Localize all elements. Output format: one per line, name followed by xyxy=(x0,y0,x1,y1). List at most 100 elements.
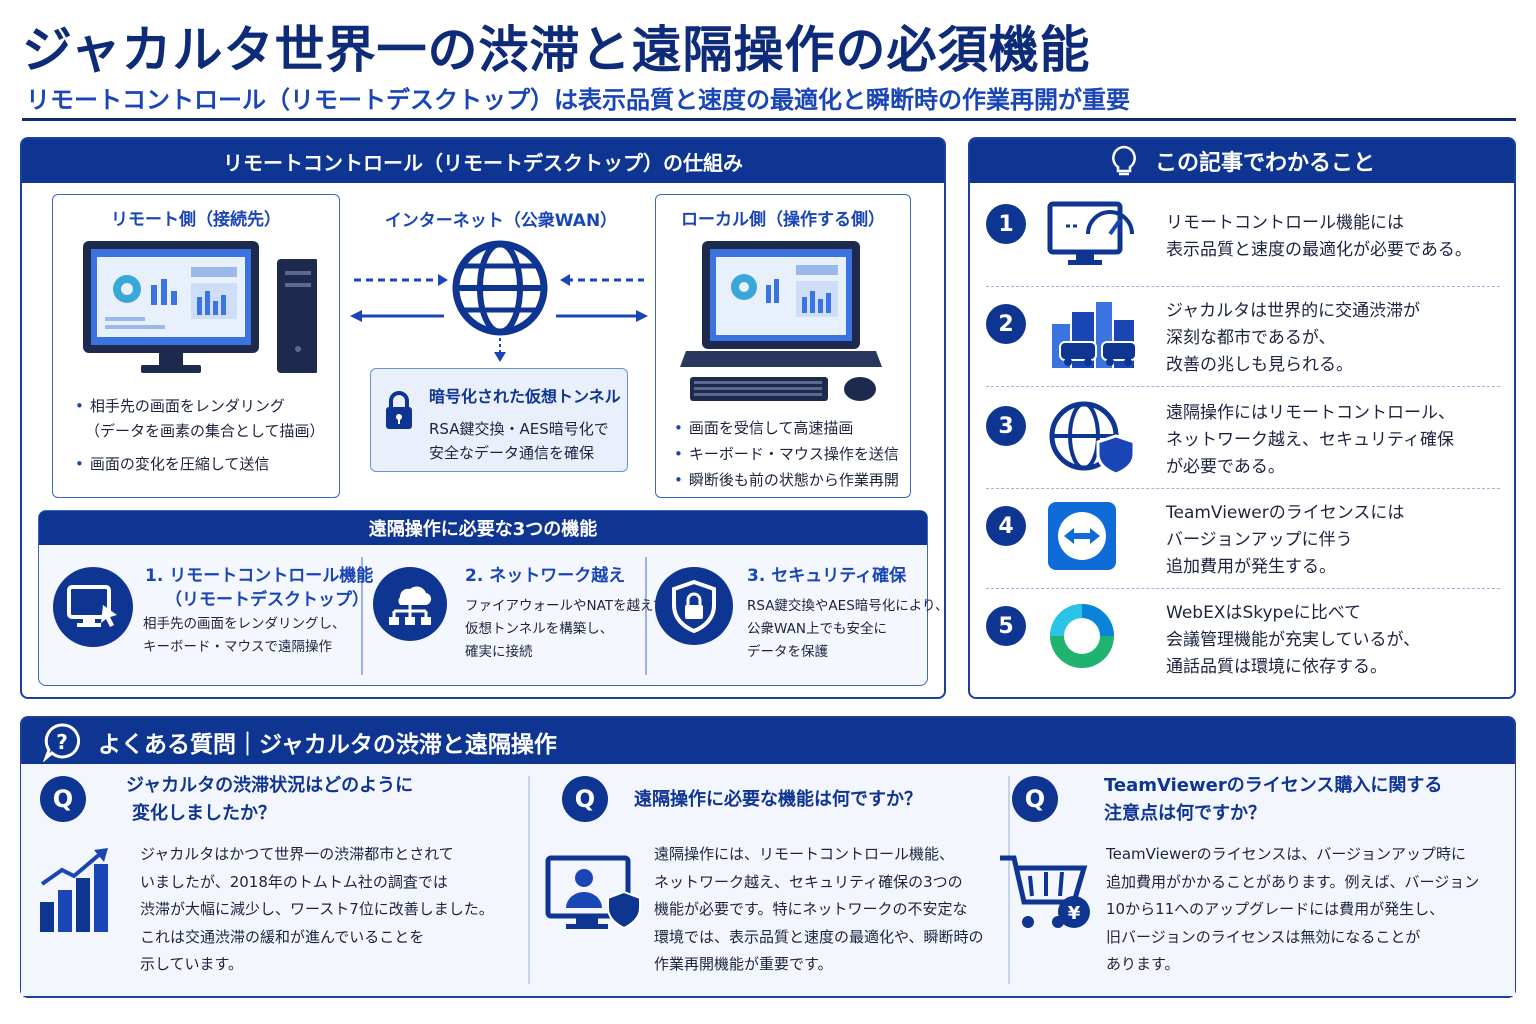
learn-divider xyxy=(986,588,1500,589)
learn-panel-title: この記事でわかること xyxy=(1154,151,1375,176)
learn-item-text: TeamViewerのライセンスには xyxy=(1166,503,1405,523)
feature-3-line-1: RSA鍵交換やAES暗号化により、 xyxy=(747,598,949,614)
learn-item-number: 5 xyxy=(986,606,1026,646)
internet-flow-diagram xyxy=(350,240,648,362)
faq-question-text: TeamViewerのライセンス購入に関する xyxy=(1104,775,1443,796)
network-tree-icon xyxy=(373,567,447,641)
faq-panel-title: よくある質問｜ジャカルタの渋滞と遠隔操作 xyxy=(98,732,557,758)
learn-item-text: 深刻な都市であるが、 xyxy=(1166,328,1336,348)
feature-2-line-2: 仮想トンネルを構築し、 xyxy=(465,621,614,637)
learn-panel-header: この記事でわかること xyxy=(970,139,1514,183)
remote-box: リモート側（接続先） •相手先の画面をレンダリング （データを画素の集合として描… xyxy=(52,194,340,498)
globe-shield-icon xyxy=(1046,400,1138,480)
feature-3-line-3: データを保護 xyxy=(747,644,828,660)
svg-text:?: ? xyxy=(56,730,68,754)
faq-answer-text: あります。 xyxy=(1106,955,1180,973)
learn-item-text: 遠隔操作にはリモートコントロール、 xyxy=(1166,403,1455,423)
learn-item-text: バージョンアップに伴う xyxy=(1166,530,1353,550)
local-bullet-3: •瞬断後も前の状態から作業再開 xyxy=(674,471,899,489)
remote-bullet-1-note: （データを画素の集合として描画） xyxy=(85,422,325,440)
features-title: 遠隔操作に必要な3つの機能 xyxy=(39,511,927,545)
local-box-title: ローカル側（操作する側） xyxy=(681,210,885,230)
tunnel-box: 暗号化された仮想トンネル RSA鍵交換・AES暗号化で 安全なデータ通信を確保 xyxy=(370,368,628,472)
remote-bullet-1: •相手先の画面をレンダリング xyxy=(75,397,285,415)
learn-divider xyxy=(986,286,1500,287)
learn-item-number: 4 xyxy=(986,506,1026,546)
learn-item-text: 追加費用が発生する。 xyxy=(1166,557,1336,577)
page-subtitle: リモートコントロール（リモートデスクトップ）は表示品質と速度の最適化と瞬断時の作… xyxy=(26,86,1130,114)
learn-item-number: 1 xyxy=(986,204,1026,244)
feature-1-line-2: キーボード・マウスで遠隔操作 xyxy=(143,639,332,655)
faq-answer-text: 追加費用がかかることがあります。例えば、バージョン xyxy=(1106,872,1480,891)
tunnel-title: 暗号化された仮想トンネル xyxy=(429,387,621,406)
feature-2-line-3: 確実に接続 xyxy=(465,644,533,660)
faq-answer-text: 旧バージョンのライセンスは無効になることが xyxy=(1106,927,1421,946)
feature-3-title: 3. セキュリティ確保 xyxy=(747,566,907,586)
faq-answer-text: 作業再開機能が重要です。 xyxy=(654,955,833,973)
faq-answer-text: 環境では、表示品質と速度の最適化や、瞬断時の xyxy=(654,927,984,946)
question-bubble-icon: ? xyxy=(42,723,81,762)
faq-question-badge: Q xyxy=(40,776,86,822)
faq-question-text: 注意点は何ですか？ xyxy=(1104,803,1266,824)
learn-item-text: が必要である。 xyxy=(1166,457,1285,477)
faq-answer-text: いましたが、2018年のトムトム社の調査では xyxy=(140,872,448,891)
feature-1-subtitle: （リモートデスクトップ） xyxy=(165,590,369,610)
faq-answer-text: 渋滞が大幅に減少し、ワースト7位に改善しました。 xyxy=(140,900,494,918)
monitor-cursor-icon xyxy=(53,567,133,647)
learn-item-text: 改善の兆しも見られる。 xyxy=(1166,355,1353,375)
laptop-icon xyxy=(680,241,882,401)
teamviewer-icon xyxy=(1046,500,1118,576)
faq-question-text: 変化しましたか？ xyxy=(132,803,276,824)
svg-text:¥: ¥ xyxy=(1068,903,1081,924)
learn-item-number: 3 xyxy=(986,406,1026,446)
learn-item-text: WebEXはSkypeに比べて xyxy=(1166,603,1362,623)
faq-answer-text: ネットワーク越え、セキュリティ確保の3つの xyxy=(654,872,963,891)
desktop-computer-icon xyxy=(83,241,317,373)
faq-answer-text: 10から11へのアップグレードには費用が発生し、 xyxy=(1106,900,1445,918)
faq-question-text: ジャカルタの渋滞状況はどのように xyxy=(126,775,414,796)
local-box: ローカル側（操作する側） •画面を受信して高速描画 •キーボード・マウス操作を送… xyxy=(655,194,911,498)
feature-2-title: 2. ネットワーク越え xyxy=(465,566,626,586)
page-title: ジャカルタ世界一の渋滞と遠隔操作の必須機能 xyxy=(22,21,1091,79)
learn-item-text: 表示品質と速度の最適化が必要である。 xyxy=(1166,240,1472,260)
feature-1-line-1: 相手先の画面をレンダリングし、 xyxy=(143,616,346,632)
internet-title: インターネット（公衆WAN） xyxy=(384,211,618,231)
local-bullet-1: •画面を受信して高速描画 xyxy=(674,419,854,437)
faq-answer-text: 遠隔操作には、リモートコントロール機能、 xyxy=(654,845,955,863)
remote-bullet-2: •画面の変化を圧縮して送信 xyxy=(75,455,270,473)
faq-answer-text: TeamViewerのライセンスは、バージョンアップ時に xyxy=(1106,845,1467,863)
faq-body-bg xyxy=(21,764,1515,996)
tunnel-line-2: 安全なデータ通信を確保 xyxy=(429,444,595,462)
lock-icon xyxy=(386,391,412,429)
city-traffic-icon xyxy=(1046,298,1138,376)
webex-icon xyxy=(1046,600,1118,676)
features-panel: 遠隔操作に必要な3つの機能 1. リモートコントロール機能 （リモートデスクトッ… xyxy=(38,510,948,686)
bar-chart-up-icon xyxy=(38,844,114,938)
learn-item-text: 通話品質は環境に依存する。 xyxy=(1166,657,1387,677)
shield-lock-icon xyxy=(655,567,733,645)
faq-question-badge: Q xyxy=(1012,776,1058,822)
cart-yen-icon: ¥ xyxy=(998,852,1094,940)
faq-answer-text: 機能が必要です。特にネットワークの不安定な xyxy=(654,900,968,918)
feature-2-line-1: ファイアウォールやNATを越えて xyxy=(465,598,667,614)
title-divider xyxy=(22,118,1516,121)
faq-answer-text: ジャカルタはかつて世界一の渋滞都市とされて xyxy=(140,845,454,863)
monitor-user-shield-icon xyxy=(544,852,644,940)
learn-item-text: ネットワーク越え、セキュリティ確保 xyxy=(1166,430,1454,450)
learn-divider xyxy=(986,488,1500,489)
local-bullet-2: •キーボード・マウス操作を送信 xyxy=(674,445,899,463)
faq-answer-text: 示しています。 xyxy=(140,955,244,973)
feature-1-title: 1. リモートコントロール機能 xyxy=(145,566,374,586)
faq-divider-1 xyxy=(528,776,530,984)
tunnel-line-1: RSA鍵交換・AES暗号化で xyxy=(429,420,609,438)
faq-question-badge: Q xyxy=(562,776,608,822)
learn-item-text: リモートコントロール機能には xyxy=(1166,213,1404,233)
speed-monitor-icon xyxy=(1046,198,1138,272)
faq-answer-text: これは交通渋滞の緩和が進んでいることを xyxy=(140,927,425,946)
faq-divider-2 xyxy=(1008,776,1010,984)
learn-item-text: ジャカルタは世界的に交通渋滞が xyxy=(1166,301,1421,321)
remote-box-title: リモート側（接続先） xyxy=(111,210,281,230)
features-divider-2 xyxy=(645,557,647,675)
features-divider-1 xyxy=(361,557,363,675)
faq-panel-header: ? よくある質問｜ジャカルタの渋滞と遠隔操作 xyxy=(22,718,1514,766)
